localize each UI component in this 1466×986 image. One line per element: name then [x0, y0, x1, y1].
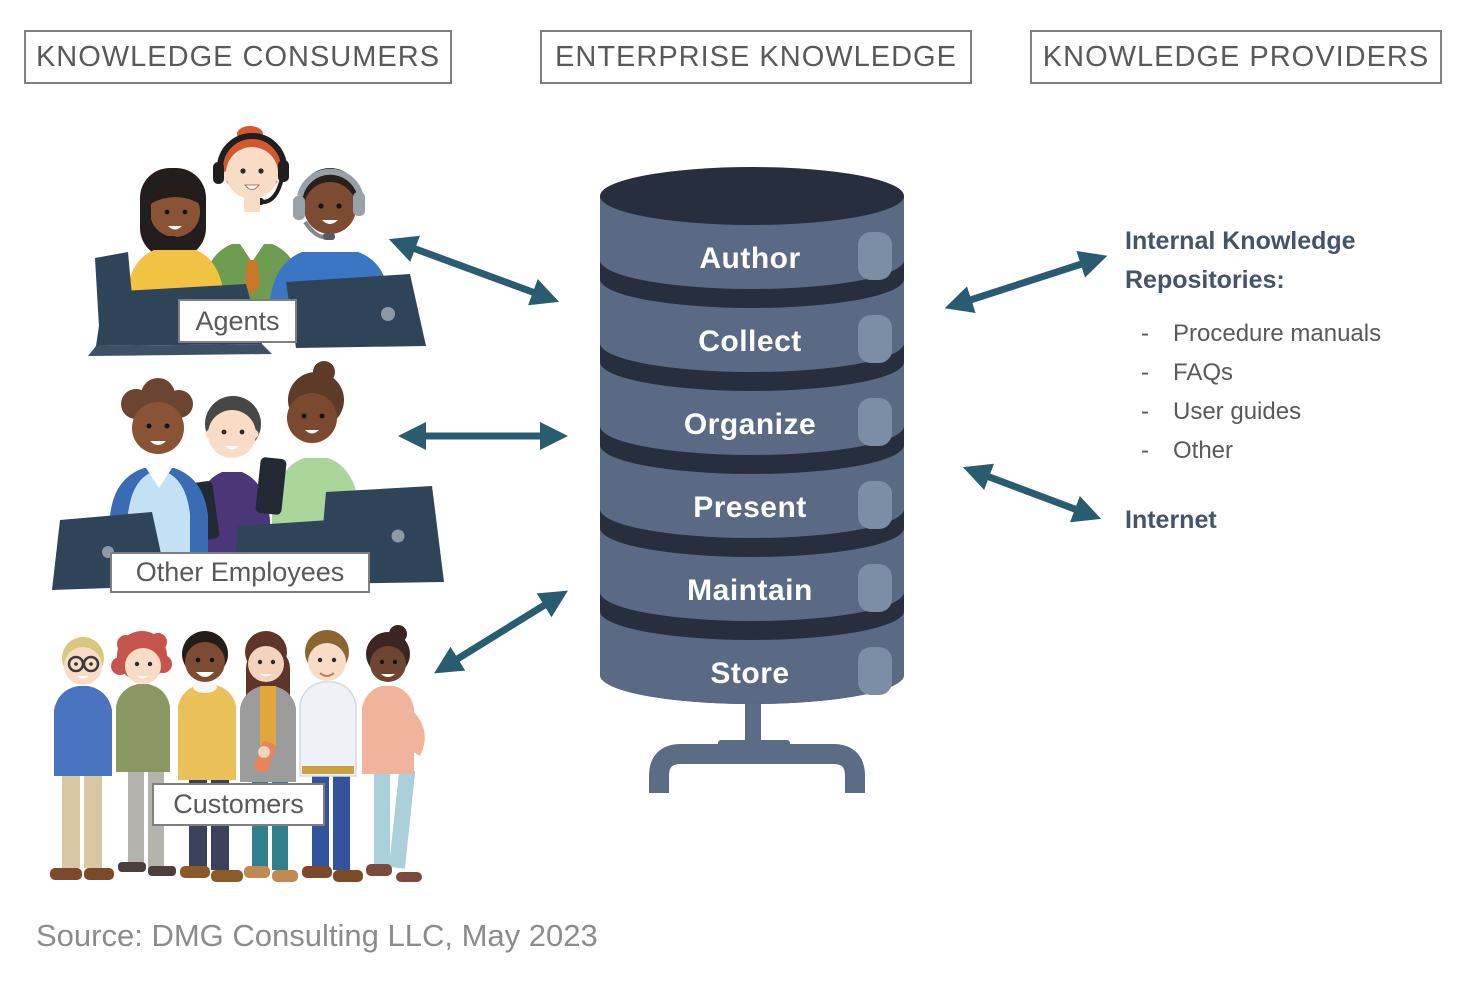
- list-item: - Other: [1125, 431, 1435, 470]
- db-segment-label-author: Author: [699, 242, 801, 275]
- arrow-customers-db: [434, 590, 568, 674]
- list-item: - FAQs: [1125, 353, 1435, 392]
- column-header-enterprise-knowledge: ENTERPRISE KNOWLEDGE: [540, 30, 972, 84]
- customer-person-1: [50, 637, 114, 880]
- customer-person-5: [299, 630, 363, 882]
- column-header-knowledge-providers: KNOWLEDGE PROVIDERS: [1030, 30, 1442, 84]
- arrows: [388, 235, 1108, 674]
- db-segment-label-present: Present: [693, 491, 807, 524]
- arrow-db-internet: [962, 463, 1102, 523]
- list-item-text: FAQs: [1173, 358, 1234, 386]
- list-item: - User guides: [1125, 392, 1435, 431]
- customer-person-4: [240, 631, 298, 882]
- internet-label: Internet: [1125, 505, 1217, 534]
- column-header-knowledge-consumers: KNOWLEDGE CONSUMERS: [24, 30, 452, 84]
- repositories-heading: Internal Knowledge Repositories:: [1125, 227, 1356, 294]
- group-label-customers: Customers: [152, 783, 325, 826]
- list-item-text: Other: [1173, 436, 1234, 464]
- customer-person-2: [111, 631, 176, 876]
- list-item-text: User guides: [1173, 397, 1302, 425]
- db-segment-label-maintain: Maintain: [687, 574, 813, 607]
- group-label-agents: Agents: [178, 299, 297, 343]
- bullet-dash: -: [1141, 436, 1149, 464]
- db-segment-label-organize: Organize: [683, 408, 817, 441]
- bullet-dash: -: [1141, 397, 1149, 425]
- source-note: Source: DMG Consulting LLC, May 2023: [36, 918, 598, 953]
- database-stand: [649, 695, 865, 793]
- bullet-dash: -: [1141, 319, 1149, 347]
- arrow-agents-db: [388, 235, 560, 306]
- customers-illustration: [50, 625, 425, 882]
- providers-panel: Internal Knowledge Repositories: - Proce…: [1125, 222, 1435, 535]
- arrow-db-repositories: [944, 250, 1108, 314]
- agent-person-left: [126, 168, 224, 318]
- list-item-text: Procedure manuals: [1173, 319, 1382, 347]
- bullet-dash: -: [1141, 358, 1149, 386]
- customer-person-6: [362, 625, 425, 882]
- db-segment-label-store: Store: [710, 657, 790, 690]
- repositories-list: - Procedure manuals - FAQs - User guides…: [1125, 314, 1435, 470]
- group-label-other-employees: Other Employees: [110, 552, 370, 593]
- database-cylinder-icon: [600, 167, 904, 704]
- db-segment-label-collect: Collect: [698, 325, 802, 358]
- list-item: - Procedure manuals: [1125, 314, 1435, 353]
- customer-person-3: [178, 631, 243, 882]
